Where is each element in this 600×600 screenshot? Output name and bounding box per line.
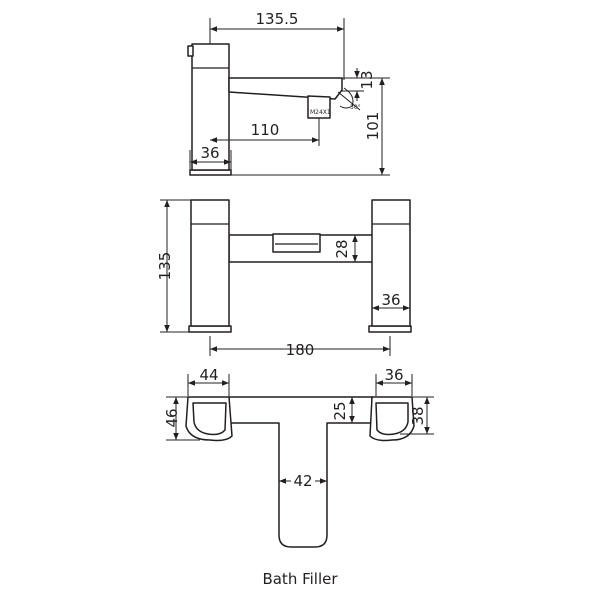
dim-body: 36 <box>381 291 400 309</box>
front-left-body <box>190 199 230 327</box>
front-spout <box>272 233 321 253</box>
dim-right-width: 36 <box>384 366 403 384</box>
dim-handle-width: 44 <box>199 366 218 384</box>
label-knockout <box>291 471 315 489</box>
dim-front-height: 135 <box>156 252 174 281</box>
side-spout <box>228 77 343 100</box>
side-aerator <box>307 95 331 119</box>
plan-right-handle-inner <box>375 402 409 436</box>
dim-total: 135.5 <box>256 10 299 28</box>
side-handle-lever <box>187 45 194 57</box>
dim-reach: 110 <box>251 121 280 139</box>
drawing-caption: Bath Filler <box>262 570 338 588</box>
angle-label: 30° <box>350 104 361 111</box>
dim-spout: 28 <box>333 239 351 258</box>
plan-view: 44 46 36 38 25 42 <box>163 366 434 548</box>
front-left-base <box>188 325 232 333</box>
dim-bridge: 25 <box>331 401 349 420</box>
side-view: M24X1 30° 135.5 13 101 110 36 <box>187 10 390 176</box>
plan-left-handle-inner <box>192 402 227 436</box>
dim-spout-width: 42 <box>293 472 312 490</box>
dim-handle-depth: 46 <box>163 408 181 427</box>
dim-height: 101 <box>364 112 382 141</box>
front-view: 135 28 36 180 <box>156 199 412 359</box>
dim-outlet: 13 <box>358 70 376 89</box>
dim-base: 36 <box>200 144 219 162</box>
front-right-base <box>368 325 412 333</box>
front-right-body <box>371 199 411 327</box>
thread-label: M24X1 <box>310 109 331 116</box>
dim-right-depth: 38 <box>409 406 427 425</box>
angle-arc <box>339 87 354 109</box>
dim-centres: 180 <box>286 341 315 359</box>
angle-leader <box>337 91 361 111</box>
